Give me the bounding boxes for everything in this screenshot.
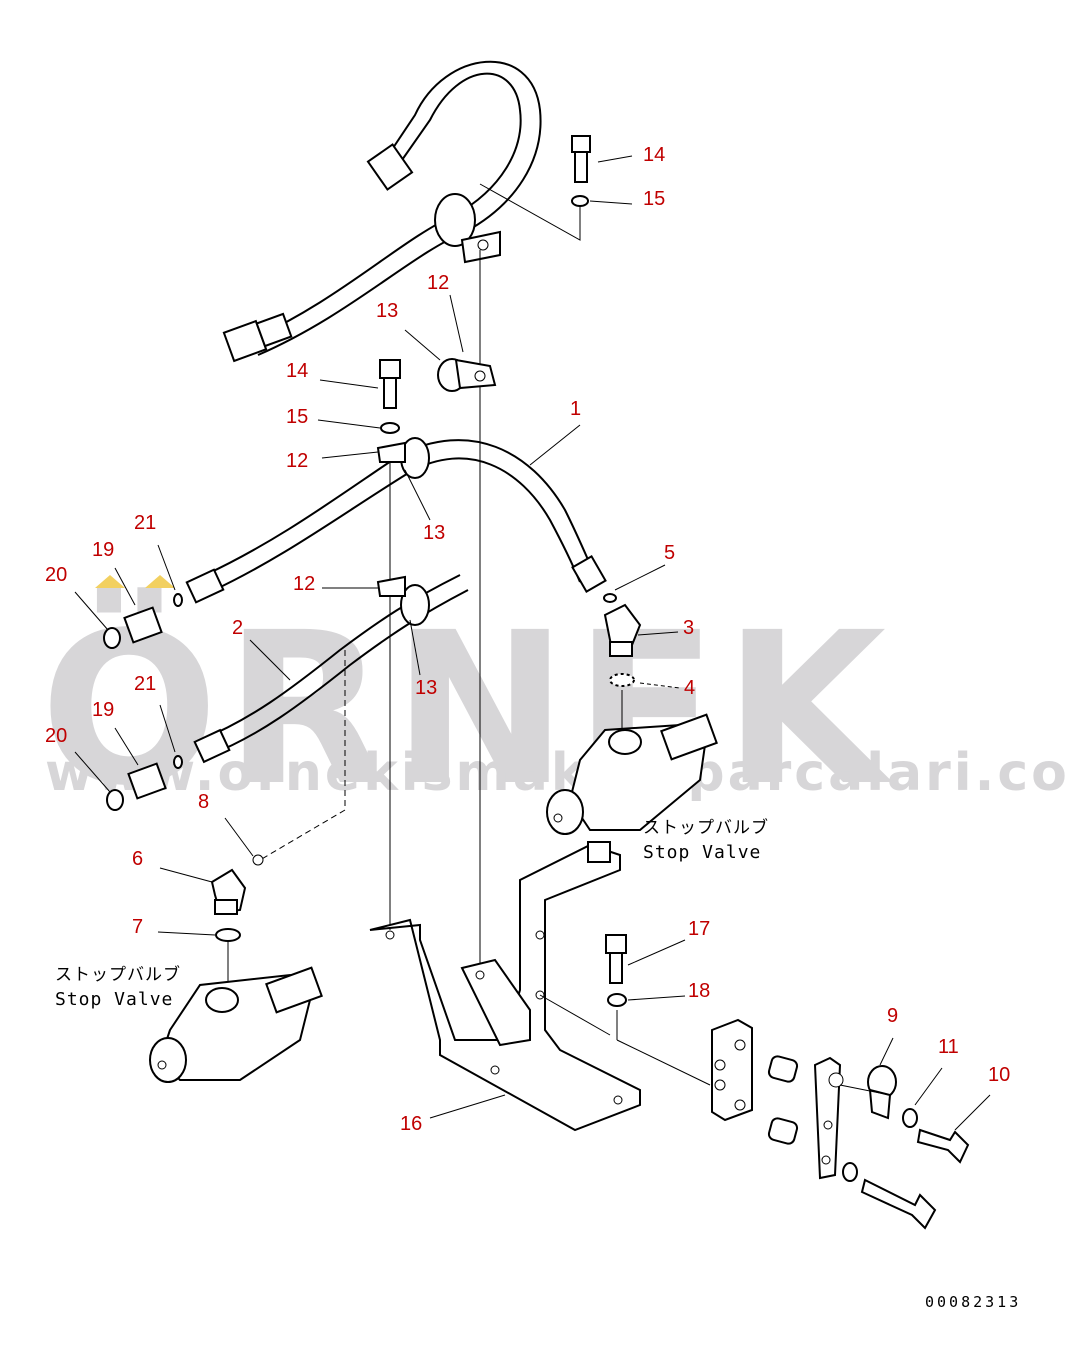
callout-17: 17 (688, 918, 710, 940)
callout-21-upper: 21 (134, 512, 156, 534)
callout-19-upper: 19 (92, 539, 114, 561)
callout-10: 10 (988, 1064, 1010, 1086)
callout-15-top: 15 (643, 188, 665, 210)
clamp-assembly-9-10-11 (711, 1018, 991, 1230)
callout-3: 3 (683, 617, 694, 639)
callout-14-middle: 14 (286, 360, 308, 382)
callouts: 14 15 12 13 14 15 1 12 13 21 19 20 5 12 … (45, 144, 1010, 1135)
stop-valve-right-jp-label: ストップバルブ (643, 817, 769, 838)
bolt-14-top (479, 135, 633, 241)
drawing-number: 00082313 (925, 1293, 1021, 1311)
stop-valve-left-jp-label: ストップバルブ (55, 964, 181, 985)
callout-16: 16 (400, 1113, 422, 1135)
callout-2: 2 (232, 617, 243, 639)
watermark-brand: ÖRNEK (40, 586, 893, 832)
stop-valve-left: ストップバルブ Stop Valve (55, 964, 323, 1083)
fitting-19-upper (74, 544, 183, 649)
callout-13-lower: 13 (415, 677, 437, 699)
callout-8: 8 (198, 791, 209, 813)
fitting-19-lower (74, 704, 264, 866)
callout-15-middle: 15 (286, 406, 308, 428)
callout-20-lower: 20 (45, 725, 67, 747)
callout-21-lower: 21 (134, 673, 156, 695)
callout-1: 1 (570, 398, 581, 420)
hose-1 (185, 424, 607, 604)
elbow-3 (603, 564, 681, 730)
callout-12-lower: 12 (293, 573, 315, 595)
watermark-umlaut-icon (95, 575, 175, 588)
bolt-17 (605, 934, 711, 1086)
stop-valve-right-en-label: Stop Valve (643, 842, 761, 863)
callout-14-top: 14 (643, 144, 665, 166)
callout-12-top: 12 (427, 272, 449, 294)
hose-2 (193, 574, 469, 861)
callout-13-middle: 13 (423, 522, 445, 544)
stop-valve-left-en-label: Stop Valve (55, 989, 173, 1010)
callout-13-top: 13 (376, 300, 398, 322)
callout-7: 7 (132, 916, 143, 938)
callout-5: 5 (664, 542, 675, 564)
callout-12-middle: 12 (286, 450, 308, 472)
elbow-6 (157, 867, 247, 985)
callout-18: 18 (688, 980, 710, 1002)
callout-19-lower: 19 (92, 699, 114, 721)
clamp-12-13-upper (404, 294, 497, 392)
callout-6: 6 (132, 848, 143, 870)
stop-valve-right: ストップバルブ Stop Valve (546, 713, 769, 863)
clamp-top (434, 193, 501, 264)
callout-11: 11 (938, 1036, 959, 1058)
upper-hose (222, 60, 542, 363)
callout-20-upper: 20 (45, 564, 67, 586)
bolt-14-middle (317, 359, 401, 434)
callout-9: 9 (887, 1005, 898, 1027)
callout-4: 4 (684, 677, 695, 699)
watermark: ÖRNEK www.ornekismakinaparcalari.com.tr (40, 575, 1072, 832)
bracket-16 (369, 841, 641, 1132)
